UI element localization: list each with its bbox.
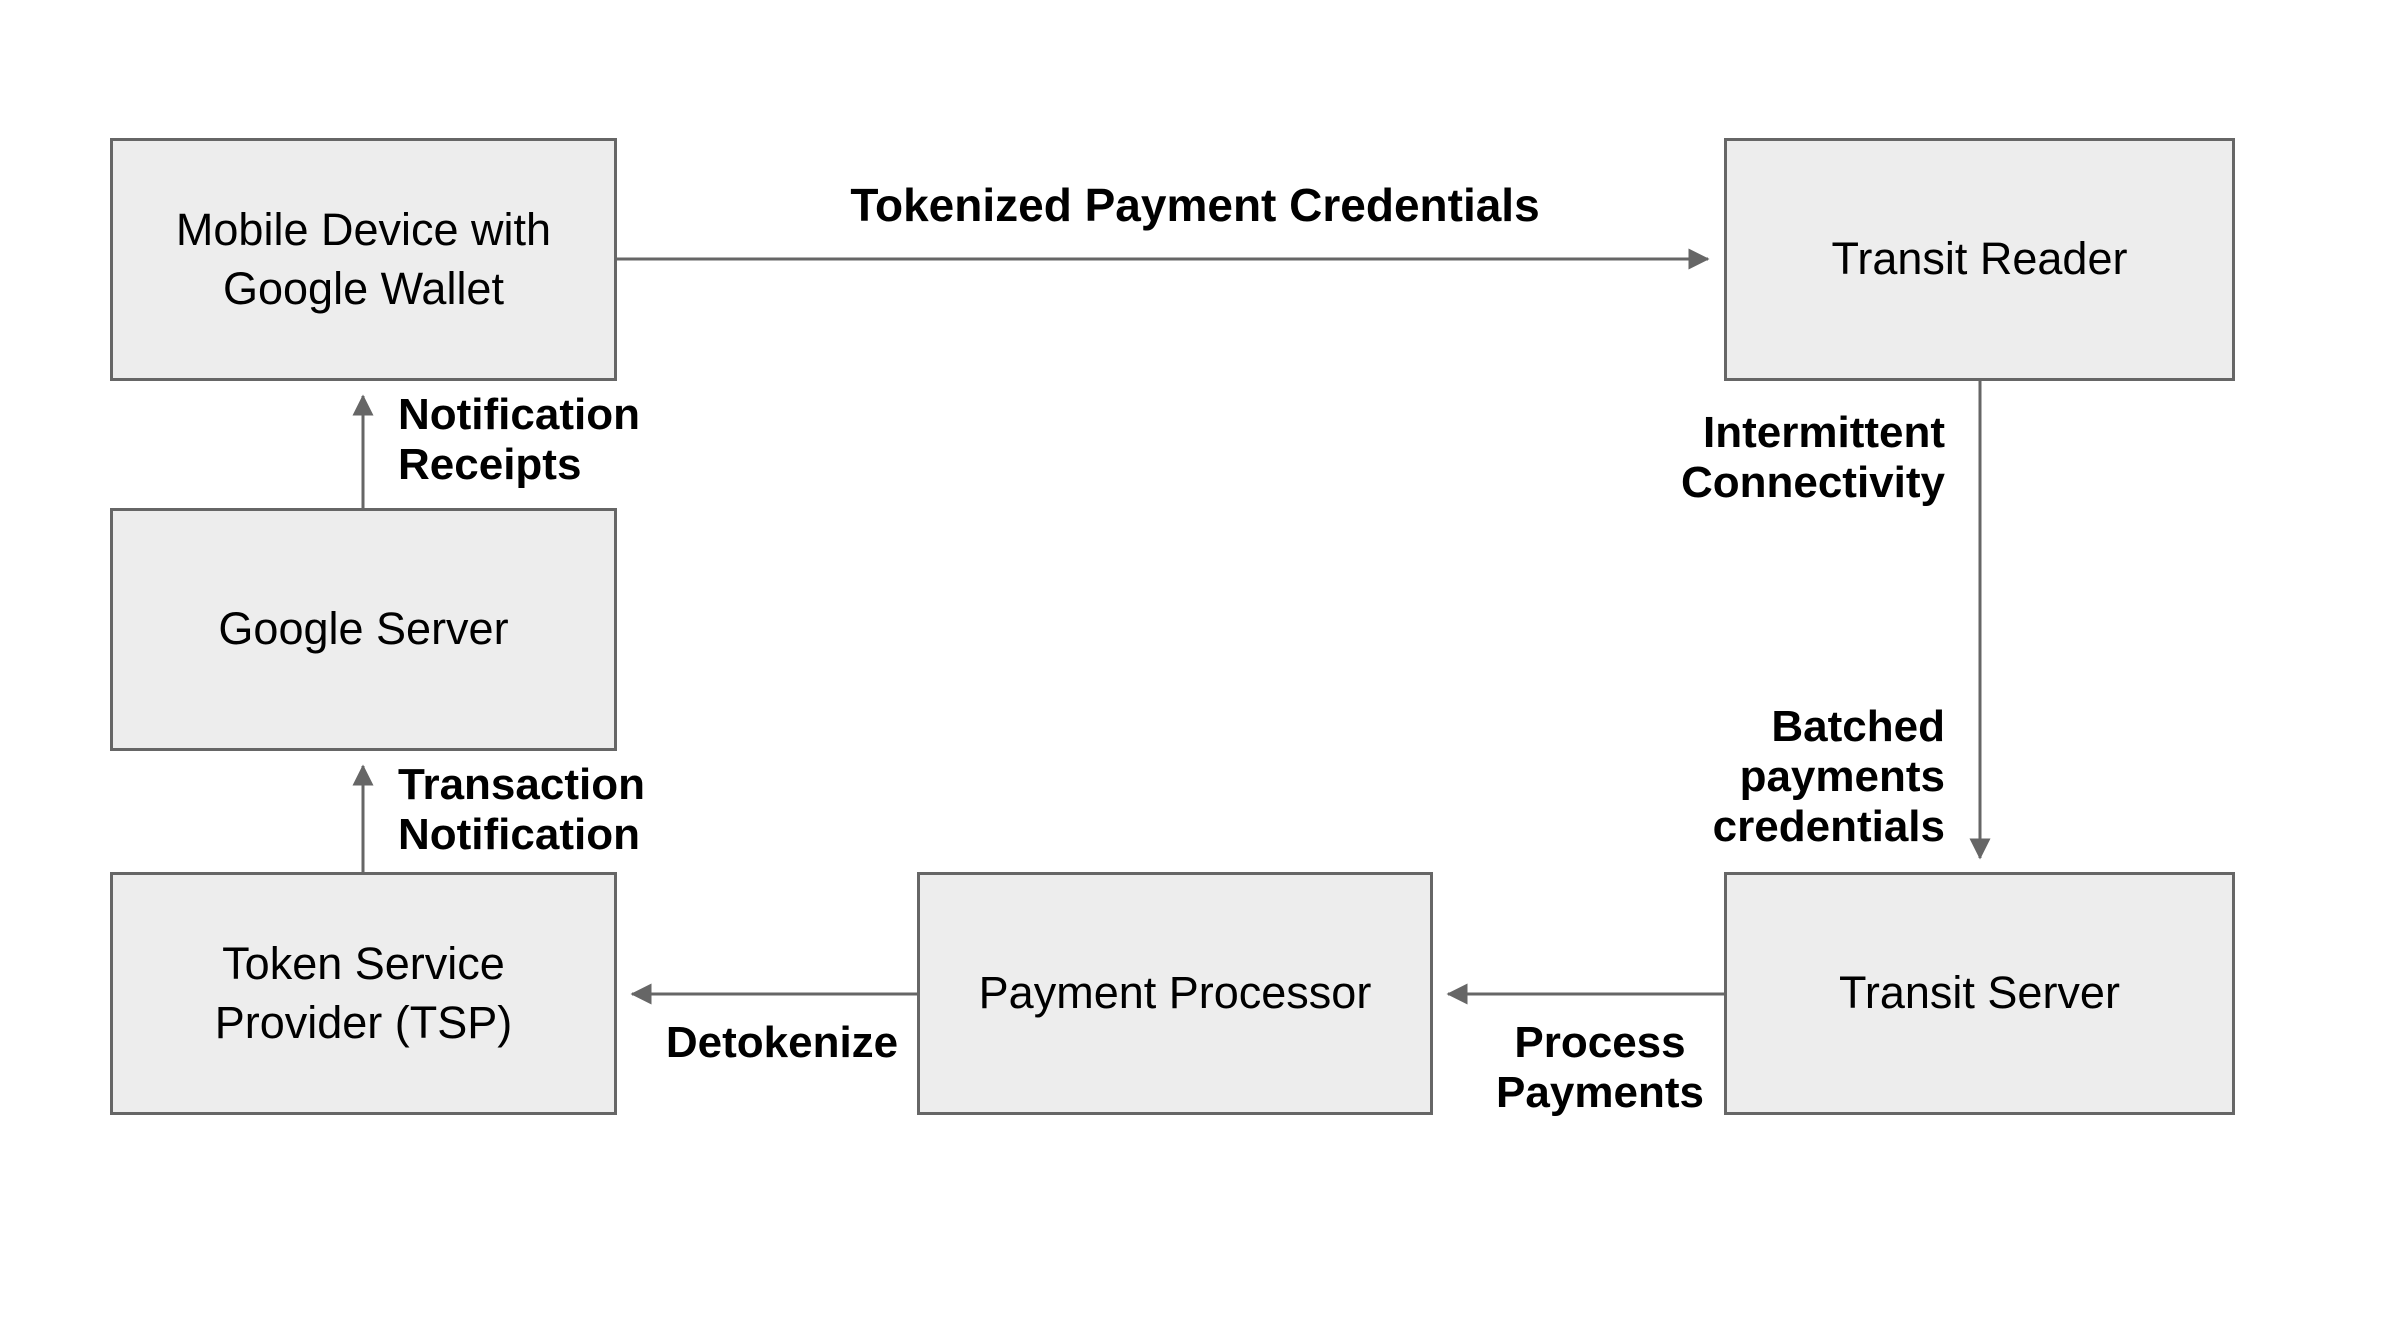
- edge-label-notification-receipts: Notification Receipts: [398, 390, 640, 489]
- edge-label-process-payments: Process Payments: [1496, 1018, 1704, 1117]
- edge-label-detokenize: Detokenize: [665, 1018, 899, 1067]
- node-mobile-device-google-wallet: Mobile Device with Google Wallet: [110, 138, 617, 381]
- node-label: Transit Reader: [1831, 233, 2128, 285]
- edge-label-transaction-notification: Transaction Notification: [398, 760, 645, 859]
- node-label: Google Server: [218, 603, 509, 655]
- node-label: Payment Processor: [978, 967, 1372, 1019]
- node-transit-reader: Transit Reader: [1724, 138, 2235, 381]
- edge-label-intermittent-connectivity: Intermittent Connectivity: [1680, 408, 1945, 507]
- node-label: Token Service Provider (TSP): [214, 938, 513, 1048]
- node-label: Mobile Device with Google Wallet: [175, 204, 552, 314]
- edge-label-tokenized-payment-credentials: Tokenized Payment Credentials: [850, 179, 1540, 231]
- edge-label-batched-payments-credentials: Batched payments credentials: [1712, 702, 1945, 851]
- node-payment-processor: Payment Processor: [917, 872, 1433, 1115]
- node-label: Transit Server: [1839, 967, 2120, 1019]
- node-transit-server: Transit Server: [1724, 872, 2235, 1115]
- node-google-server: Google Server: [110, 508, 617, 751]
- node-token-service-provider: Token Service Provider (TSP): [110, 872, 617, 1115]
